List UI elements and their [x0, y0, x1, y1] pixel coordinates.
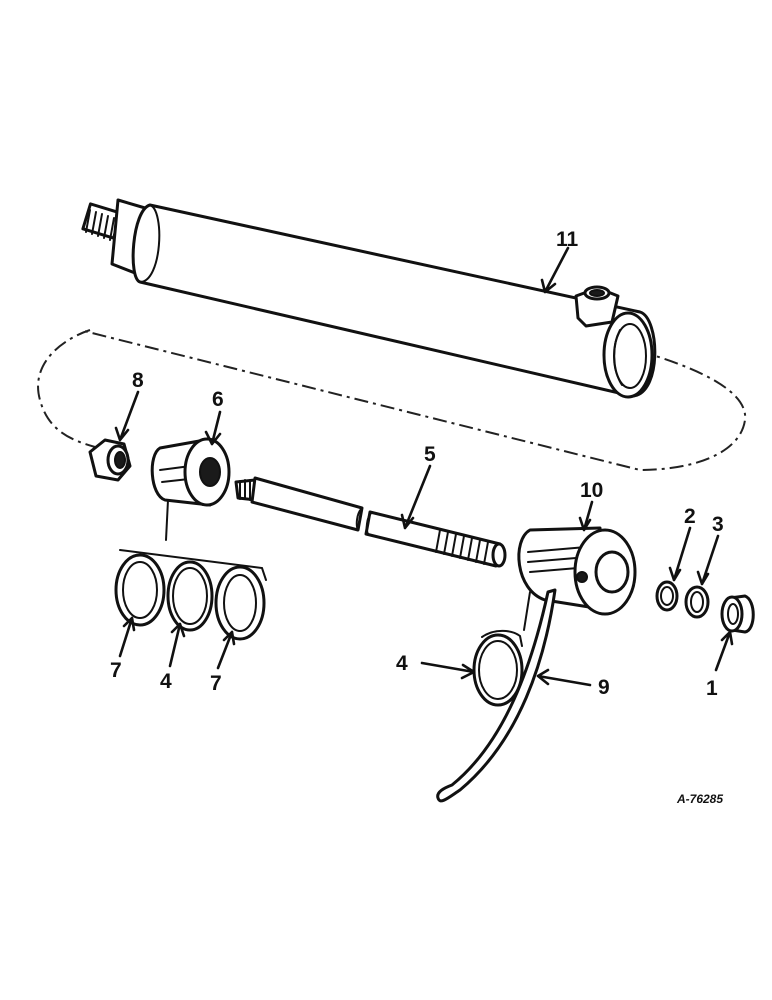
- leader-11: [540, 246, 570, 294]
- callout-3: 3: [712, 513, 724, 536]
- callout-labels: 11 8 6 5 10 2 3 1 7 4 7 4 9: [110, 228, 724, 700]
- callout-2: 2: [684, 505, 696, 528]
- leader-7a: [118, 616, 136, 658]
- rod-gland: [517, 526, 637, 616]
- callout-5: 5: [424, 443, 436, 466]
- piston-rod: [234, 476, 507, 568]
- cylinder-barrel: [81, 198, 657, 399]
- piston: [150, 437, 231, 507]
- leader-8: [114, 390, 140, 442]
- callout-7a: 7: [110, 659, 122, 682]
- callout-4b: 4: [396, 652, 408, 675]
- callout-11: 11: [556, 228, 579, 251]
- callout-4a: 4: [160, 670, 172, 693]
- ring-group-piston: [114, 499, 267, 641]
- callout-10: 10: [580, 479, 603, 502]
- leader-2: [668, 526, 692, 582]
- rod-wiper: [720, 594, 755, 634]
- leader-10: [578, 500, 594, 532]
- leader-3: [696, 534, 720, 586]
- leader-lines: [114, 246, 734, 687]
- o-ring-piston: [166, 560, 214, 632]
- o-ring-gland: [472, 591, 531, 707]
- leader-6: [204, 410, 222, 446]
- callout-6: 6: [212, 388, 224, 411]
- callout-1: 1: [706, 677, 718, 700]
- leader-9: [536, 668, 592, 687]
- backup-ring-right: [214, 565, 266, 641]
- leader-7b: [216, 630, 236, 670]
- leader-4b: [420, 661, 476, 680]
- backup-ring-left: [114, 553, 166, 627]
- callout-8: 8: [132, 369, 144, 392]
- rod-seal: [684, 585, 710, 619]
- callout-9: 9: [598, 676, 610, 699]
- backup-washer: [655, 580, 679, 612]
- reference-code: A-76285: [676, 792, 723, 806]
- leader-4a: [168, 622, 186, 668]
- callout-7b: 7: [210, 672, 222, 695]
- barrel-port: [574, 285, 620, 328]
- leader-5: [400, 464, 432, 530]
- assembly-path: [37, 329, 747, 472]
- barrel-open-end: [602, 311, 654, 399]
- hex-nut: [88, 438, 132, 482]
- leader-1: [714, 630, 734, 672]
